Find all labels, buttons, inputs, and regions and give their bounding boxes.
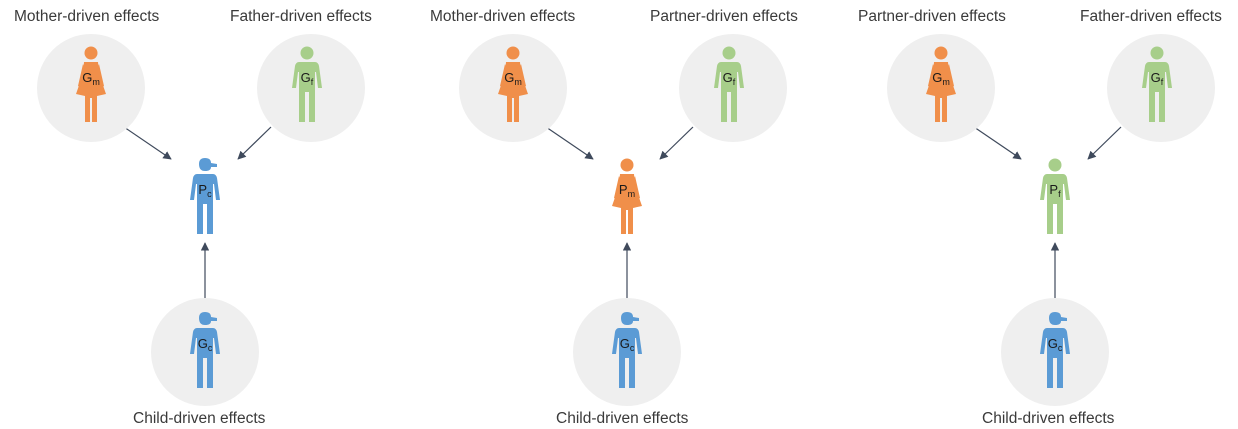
- arrow-right-parent: [237, 126, 272, 160]
- arrow-left-parent: [973, 126, 1022, 160]
- arrows: [123, 126, 272, 298]
- phenotype-symbol: Pc: [198, 182, 212, 199]
- target-figure-icon: Pc: [186, 158, 224, 236]
- child-driven-label: Child-driven effects: [556, 410, 689, 427]
- mother-figure-icon: Gm: [922, 46, 960, 124]
- genotype-symbol: Gm: [504, 70, 522, 87]
- father-driven-label: Father-driven effects: [230, 8, 372, 25]
- child-figure-icon: Gc: [608, 312, 646, 390]
- father-silhouette-icon: [714, 46, 744, 122]
- mother-silhouette-icon: [926, 46, 956, 122]
- diagram-panel-2: Mother-driven effects Partner-driven eff…: [422, 0, 834, 429]
- mother-driven-label: Mother-driven effects: [430, 8, 576, 25]
- child-silhouette-icon: [1040, 312, 1070, 388]
- child-driven-label: Child-driven effects: [982, 410, 1115, 427]
- genotype-symbol: Gf: [300, 70, 314, 87]
- child-figure-icon: Gc: [1036, 312, 1074, 390]
- father-figure-icon: Gf: [288, 46, 326, 124]
- child-silhouette-icon: [190, 312, 220, 388]
- genotype-symbol: Gc: [1047, 336, 1063, 353]
- mother-silhouette-icon: [498, 46, 528, 122]
- mother-silhouette-icon: [76, 46, 106, 122]
- arrow-right-parent: [1087, 126, 1122, 160]
- genotype-symbol: Gf: [1150, 70, 1164, 87]
- phenotype-symbol: Pf: [1049, 182, 1061, 199]
- mother-figure-icon: Gm: [72, 46, 110, 124]
- arrow-left-parent: [545, 126, 594, 160]
- diagram-panel-3: Partner-driven effects Father-driven eff…: [850, 0, 1238, 429]
- child-silhouette-icon: [190, 158, 220, 234]
- father-silhouette-icon: [1142, 46, 1172, 122]
- mother-figure-icon: Gm: [494, 46, 532, 124]
- arrows: [973, 126, 1122, 298]
- child-silhouette-icon: [612, 312, 642, 388]
- target-figure-icon: Pm: [608, 158, 646, 236]
- genotype-symbol: Gm: [932, 70, 950, 87]
- partner-driven-label: Partner-driven effects: [858, 8, 1006, 25]
- genotype-symbol: Gc: [197, 336, 213, 353]
- arrow-left-parent: [123, 126, 172, 160]
- genotype-symbol: Gf: [722, 70, 736, 87]
- diagram-panel-1: Mother-driven effects Father-driven effe…: [0, 0, 412, 429]
- father-figure-icon: Gf: [1138, 46, 1176, 124]
- mother-driven-label: Mother-driven effects: [14, 8, 160, 25]
- father-silhouette-icon: [1040, 158, 1070, 234]
- arrow-right-parent: [659, 126, 694, 160]
- child-driven-label: Child-driven effects: [133, 410, 266, 427]
- genotype-symbol: Gc: [619, 336, 635, 353]
- father-driven-label: Father-driven effects: [1080, 8, 1222, 25]
- father-silhouette-icon: [292, 46, 322, 122]
- genotype-symbol: Gm: [82, 70, 100, 87]
- mother-silhouette-icon: [612, 158, 642, 234]
- phenotype-symbol: Pm: [618, 182, 636, 199]
- partner-driven-label: Partner-driven effects: [650, 8, 798, 25]
- father-figure-icon: Gf: [710, 46, 748, 124]
- target-figure-icon: Pf: [1036, 158, 1074, 236]
- arrows: [545, 126, 694, 298]
- child-figure-icon: Gc: [186, 312, 224, 390]
